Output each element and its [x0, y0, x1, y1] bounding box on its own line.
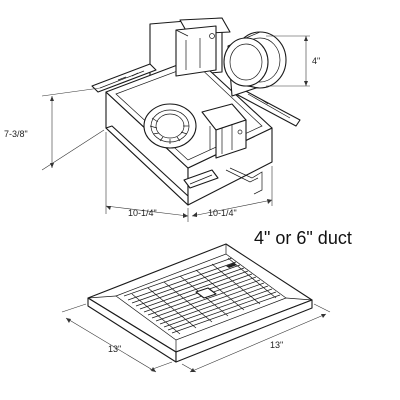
grille-width-label: 13" [108, 344, 121, 354]
fan-grille [87, 243, 313, 363]
dim-grille-width [61, 303, 173, 373]
duct-size-note: 4" or 6" duct [254, 228, 352, 248]
duct-diameter-label: 4" [312, 56, 320, 66]
housing-height-label: 7-3/8" [4, 129, 28, 139]
dim-grille-depth [181, 303, 331, 373]
dim-housing-depth [191, 166, 273, 217]
grille-depth-label: 13" [270, 340, 283, 350]
duct-collar [223, 31, 287, 97]
dim-housing-height [41, 87, 105, 171]
dim-housing-width [105, 132, 189, 222]
housing-width-label: 10-1/4" [128, 208, 157, 218]
fan-housing [91, 17, 301, 206]
housing-depth-label: 10-1/4" [208, 208, 237, 218]
dim-duct-diameter [266, 35, 310, 87]
